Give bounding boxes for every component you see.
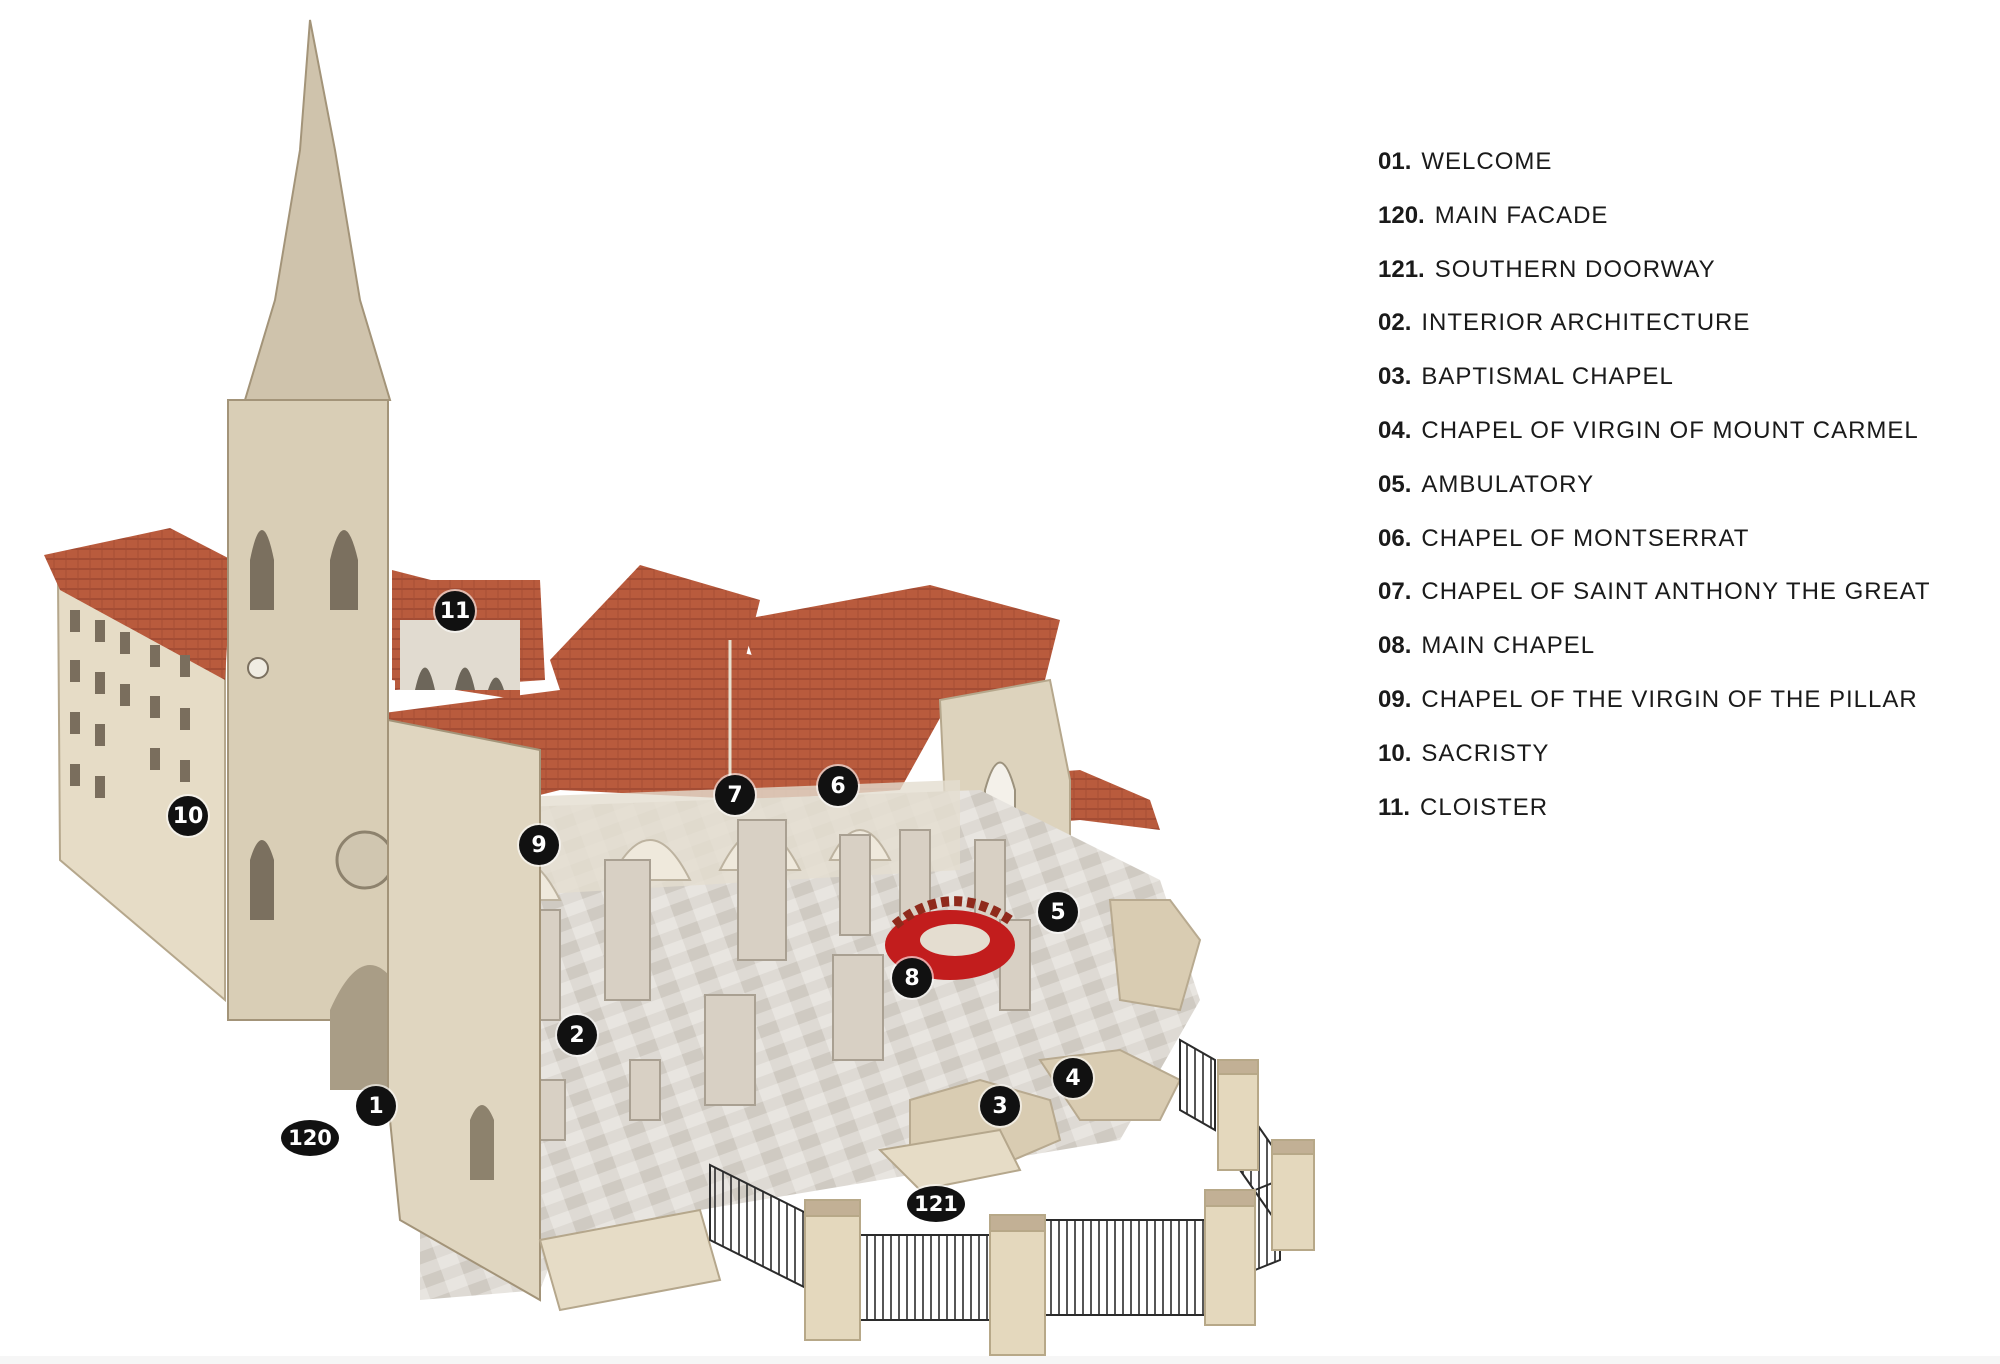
legend-label: SACRISTY [1421, 739, 1550, 767]
gate-posts [804, 1059, 1315, 1356]
columns [519, 819, 1031, 1141]
map-marker-8[interactable]: 8 [892, 958, 932, 998]
legend-number: 02. [1378, 309, 1412, 337]
legend-label: WELCOME [1421, 148, 1553, 175]
cloister-building [395, 580, 545, 690]
legend-number: 08. [1378, 632, 1412, 660]
legend-label: CHAPEL OF MONTSERRAT [1421, 524, 1750, 552]
map-marker-121[interactable]: 121 [907, 1186, 965, 1222]
legend-label: CHAPEL OF SAINT ANTHONY THE GREAT [1421, 578, 1931, 606]
legend-number: 03. [1378, 363, 1412, 391]
map-marker-3[interactable]: 3 [980, 1086, 1020, 1126]
bottom-edge [0, 1356, 2000, 1364]
legend-item[interactable]: 04. CHAPEL OF VIRGIN OF MOUNT CARMEL [1378, 417, 1930, 471]
map-marker-4[interactable]: 4 [1053, 1058, 1093, 1098]
legend-number: 120. [1378, 201, 1425, 229]
bell-tower [227, 19, 541, 1302]
map-marker-5[interactable]: 5 [1038, 892, 1078, 932]
map-marker-120[interactable]: 120 [281, 1120, 339, 1156]
legend-number: 09. [1378, 685, 1412, 713]
legend-item[interactable]: 120. MAIN FACADE [1378, 202, 1930, 256]
legend-number: 04. [1378, 416, 1412, 444]
legend-item[interactable]: 08. MAIN CHAPEL [1378, 632, 1930, 686]
map-marker-7[interactable]: 7 [715, 775, 755, 815]
map-marker-9[interactable]: 9 [519, 825, 559, 865]
legend-item[interactable]: 07. CHAPEL OF SAINT ANTHONY THE GREAT [1378, 578, 1930, 632]
cathedral-illustration [44, 19, 1315, 1356]
legend-label: CLOISTER [1420, 793, 1549, 821]
legend-label: INTERIOR ARCHITECTURE [1421, 309, 1751, 337]
map-marker-2[interactable]: 2 [557, 1015, 597, 1055]
residential-wing [44, 528, 232, 1003]
legend-item[interactable]: 121. SOUTHERN DOORWAY [1378, 256, 1930, 310]
legend-item[interactable]: 01. WELCOME [1378, 148, 1930, 202]
legend-label: SOUTHERN DOORWAY [1434, 255, 1716, 283]
map-marker-11[interactable]: 11 [435, 591, 475, 631]
legend-label: MAIN FACADE [1434, 201, 1609, 229]
legend-item[interactable]: 11. CLOISTER [1378, 794, 1930, 848]
legend-number: 11. [1378, 793, 1411, 821]
map-marker-6[interactable]: 6 [818, 766, 858, 806]
legend-item[interactable]: 05. AMBULATORY [1378, 471, 1930, 525]
legend-label: CHAPEL OF THE VIRGIN OF THE PILLAR [1421, 685, 1918, 713]
legend-item[interactable]: 06. CHAPEL OF MONTSERRAT [1378, 525, 1930, 579]
legend-item[interactable]: 03. BAPTISMAL CHAPEL [1378, 363, 1930, 417]
legend-number: 05. [1378, 470, 1412, 498]
map-marker-1[interactable]: 1 [356, 1086, 396, 1126]
legend-number: 07. [1378, 578, 1412, 606]
legend-item[interactable]: 09. CHAPEL OF THE VIRGIN OF THE PILLAR [1378, 686, 1930, 740]
legend-list: 01. WELCOME 120. MAIN FACADE 121. SOUTHERN … [1378, 148, 1930, 847]
legend-number: 06. [1378, 524, 1412, 552]
legend-label: CHAPEL OF VIRGIN OF MOUNT CARMEL [1421, 416, 1919, 444]
map-marker-10[interactable]: 10 [168, 796, 208, 836]
legend-number: 10. [1378, 739, 1412, 767]
legend-item[interactable]: 10. SACRISTY [1378, 740, 1930, 794]
legend-item[interactable]: 02. INTERIOR ARCHITECTURE [1378, 309, 1930, 363]
legend-label: AMBULATORY [1421, 470, 1595, 498]
legend-number: 121. [1378, 255, 1425, 283]
legend-number: 01. [1378, 148, 1412, 175]
front-walls [538, 1128, 1022, 1312]
legend-label: BAPTISMAL CHAPEL [1421, 363, 1674, 391]
legend-label: MAIN CHAPEL [1421, 632, 1596, 660]
